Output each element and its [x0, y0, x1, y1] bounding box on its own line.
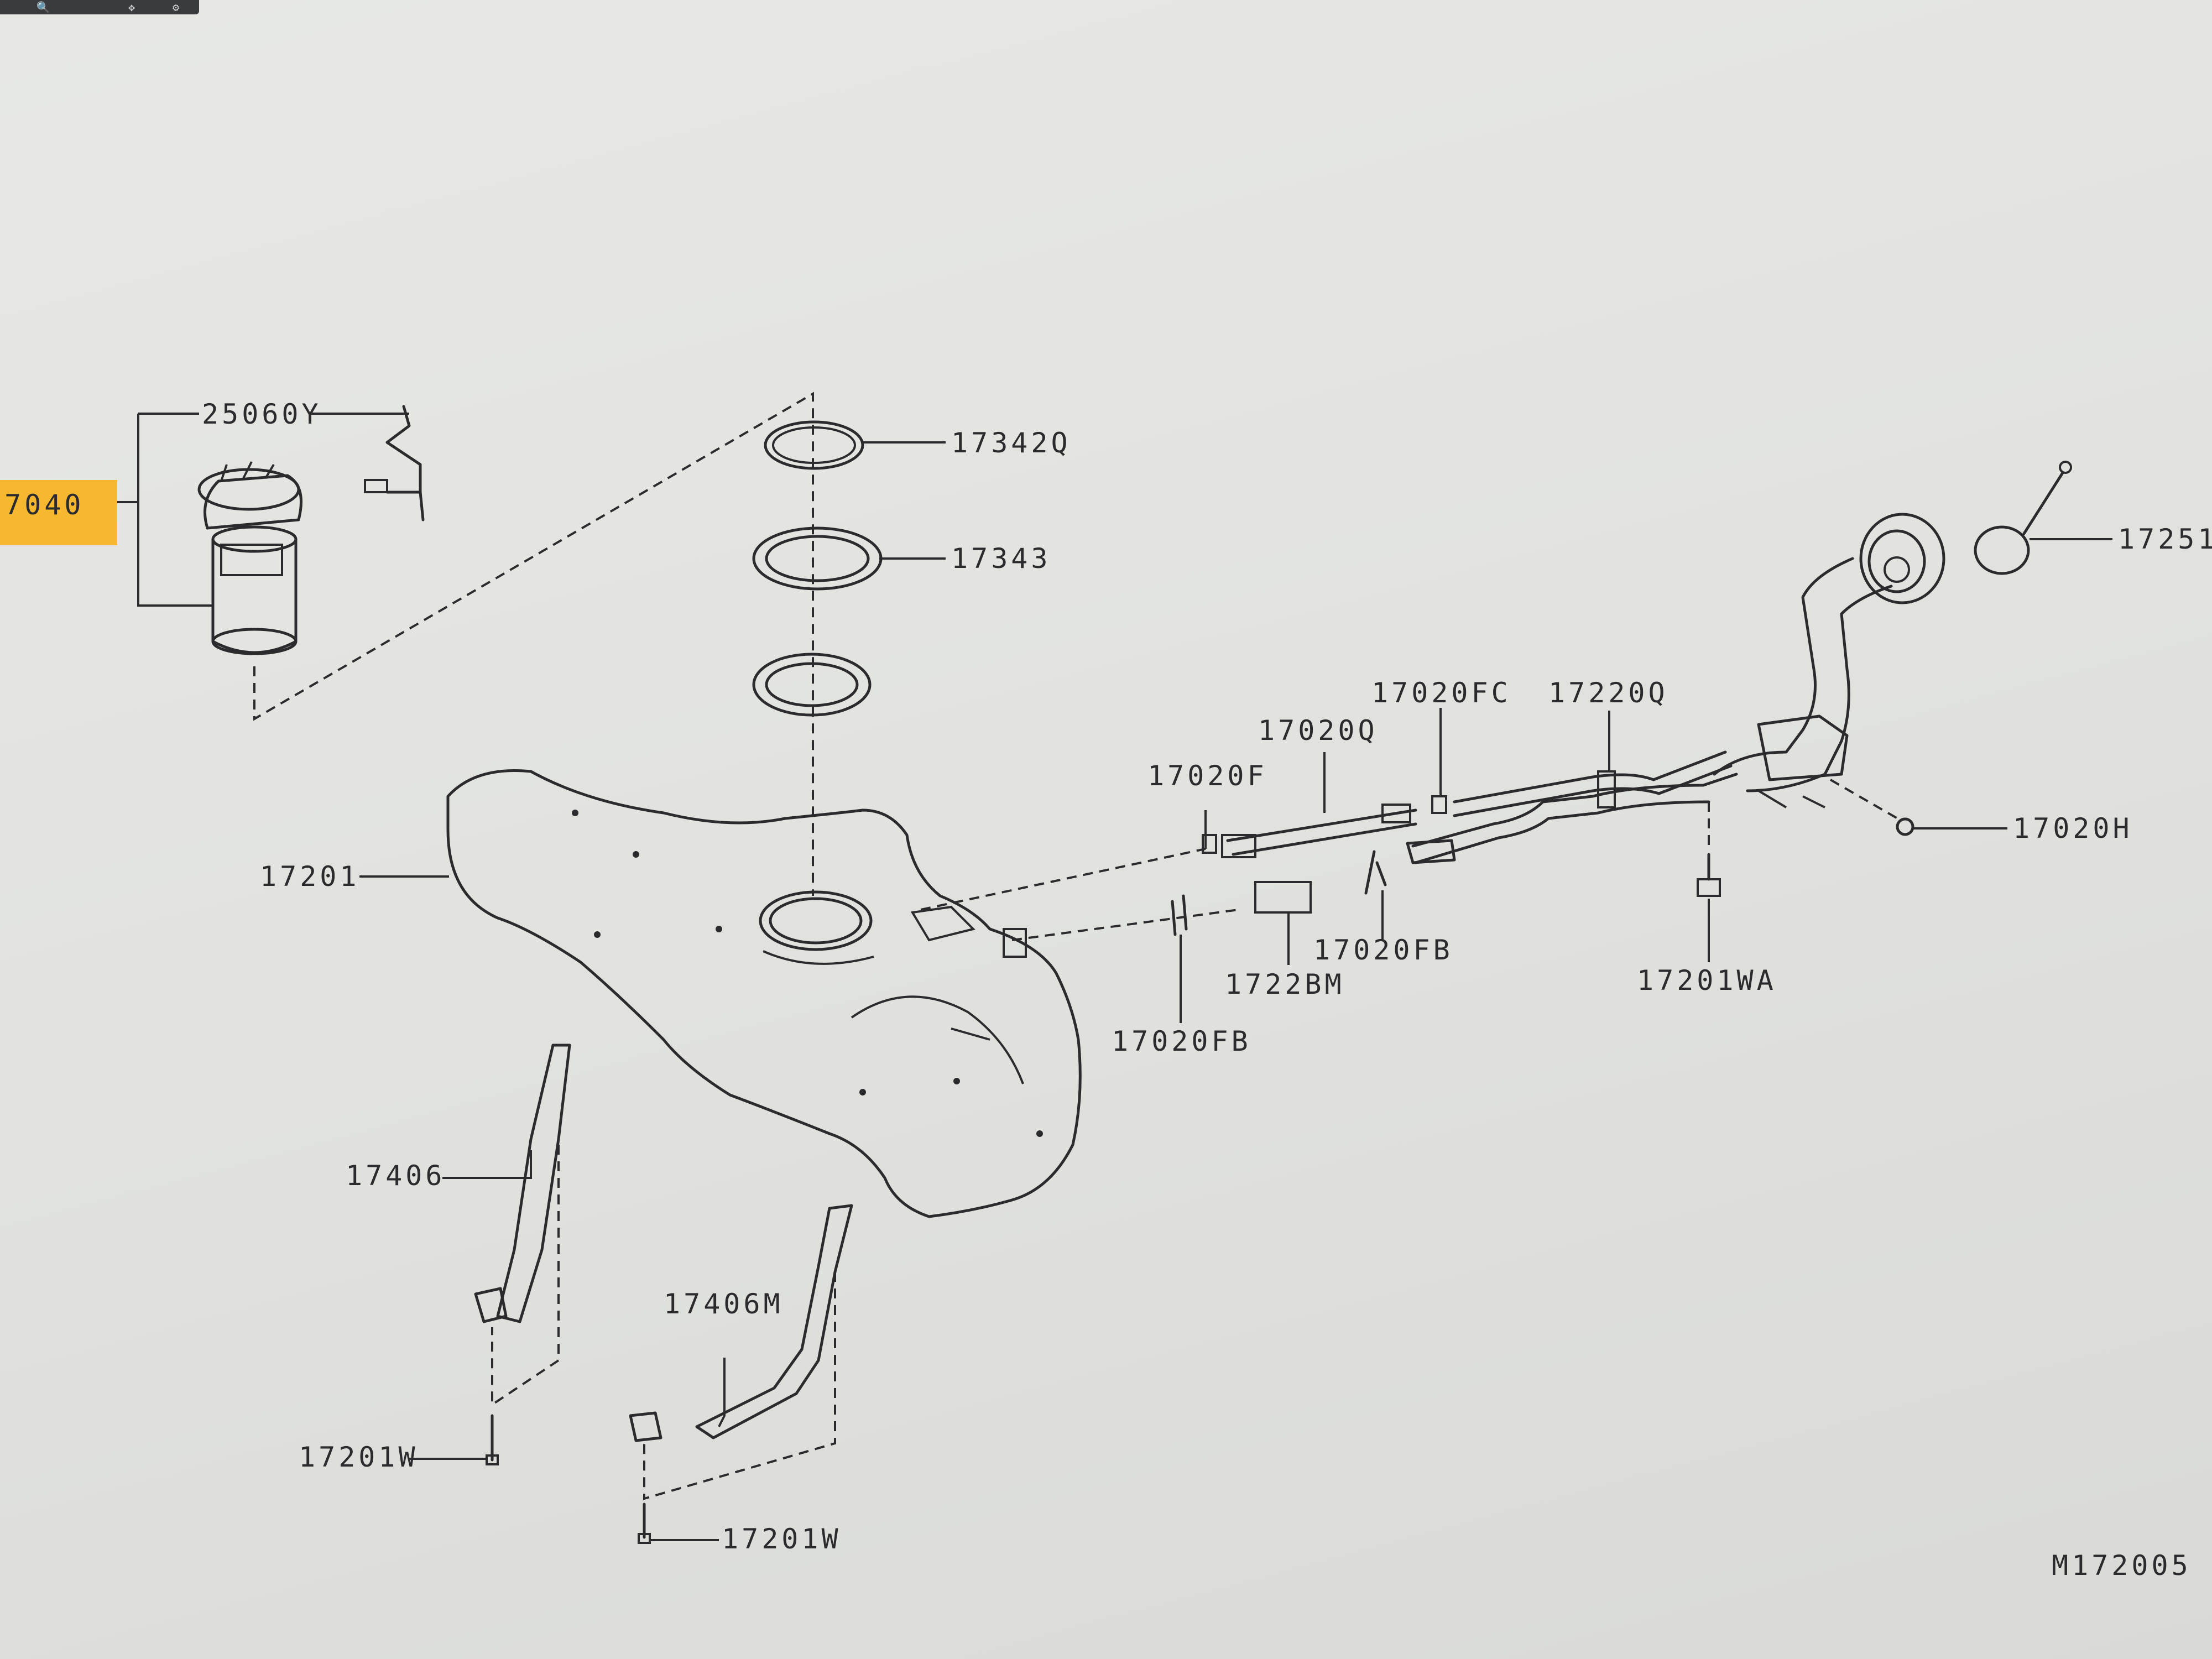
label-17342q[interactable]: 17342Q [951, 427, 1071, 459]
label-25060y[interactable]: 25060Y [202, 398, 322, 430]
filler-tube[interactable] [1713, 513, 1945, 808]
fuel-hoses[interactable] [920, 750, 1738, 941]
label-17020f[interactable]: 17020F [1147, 760, 1267, 792]
selected-part-highlight [0, 480, 117, 545]
strap-bolt-left[interactable] [486, 1414, 499, 1465]
fuel-tank[interactable] [446, 769, 1082, 1218]
label-1722bm[interactable]: 1722BM [1225, 968, 1345, 1000]
label-17020fc[interactable]: 17020FC [1371, 677, 1511, 709]
label-17201w-right[interactable]: 17201W [722, 1523, 842, 1555]
tank-strap-right[interactable] [629, 1204, 853, 1500]
label-17343[interactable]: 17343 [951, 542, 1051, 575]
label-17406[interactable]: 17406 [346, 1160, 446, 1192]
filler-cap[interactable] [1974, 461, 2072, 575]
diagram-code: M172005 [2052, 1550, 2192, 1582]
screw-h[interactable] [1830, 779, 1914, 836]
lock-ring[interactable] [752, 526, 883, 717]
strap-bolt-right[interactable] [638, 1503, 651, 1544]
viewer-toolbar: 🔍 ✥ ⚙ [0, 0, 199, 14]
label-17020h[interactable]: 17020H [2013, 812, 2133, 844]
label-17020q[interactable]: 17020Q [1258, 714, 1378, 747]
zoom-icon[interactable]: 🔍 [36, 1, 50, 14]
tank-strap-left[interactable] [474, 1044, 571, 1407]
settings-icon[interactable]: ⚙ [172, 1, 180, 14]
label-17201wa[interactable]: 17201WA [1637, 964, 1777, 997]
label-17020fb-a[interactable]: 17020FB [1313, 934, 1453, 966]
label-17040[interactable]: 17040 [0, 489, 85, 521]
bolt-wa[interactable] [1697, 802, 1721, 897]
label-17406m[interactable]: 17406M [664, 1288, 784, 1320]
fuel-pump-module[interactable] [197, 461, 302, 655]
label-17020fb-b[interactable]: 17020FB [1112, 1025, 1251, 1057]
leader-lines [359, 441, 2112, 1541]
label-17201w-left[interactable]: 17201W [299, 1441, 419, 1473]
label-17201[interactable]: 17201 [260, 860, 360, 893]
sender-unit[interactable] [364, 405, 425, 521]
label-17251[interactable]: 17251 [2118, 523, 2212, 555]
label-17220q[interactable]: 17220Q [1548, 677, 1668, 709]
pan-icon[interactable]: ✥ [128, 1, 135, 14]
ring-seal[interactable] [764, 420, 864, 470]
